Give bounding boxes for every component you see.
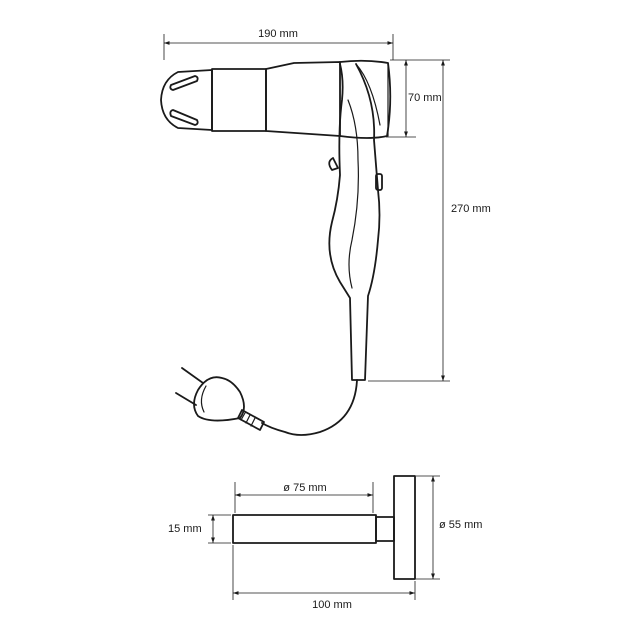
plug-pin-bottom bbox=[175, 392, 197, 406]
dryer-rear-housing bbox=[339, 59, 392, 139]
nozzle-slot-top bbox=[169, 75, 199, 91]
dryer-dimensions bbox=[163, 34, 450, 382]
strain-relief-rib-3 bbox=[250, 417, 256, 427]
power-plug bbox=[175, 367, 265, 431]
holder-collar bbox=[375, 516, 395, 542]
trigger-button bbox=[328, 157, 339, 171]
nozzle-slot-bottom bbox=[169, 109, 199, 126]
plug-body bbox=[193, 376, 245, 422]
label-dryer-width: 190 mm bbox=[258, 28, 298, 40]
hair-dryer bbox=[160, 59, 392, 436]
dryer-barrel-front bbox=[211, 68, 267, 132]
power-cable bbox=[261, 379, 358, 436]
dryer-nozzle bbox=[160, 69, 213, 131]
side-switch bbox=[375, 173, 383, 191]
label-dryer-head-height: 70 mm bbox=[408, 92, 442, 104]
holder-wall-plate bbox=[393, 475, 416, 580]
wall-holder bbox=[232, 475, 416, 580]
label-holder-arm-height: 15 mm bbox=[168, 523, 202, 535]
handle-inner-contour bbox=[347, 99, 359, 289]
label-holder-depth: 100 mm bbox=[312, 599, 352, 611]
holder-dimensions bbox=[208, 475, 440, 600]
plug-face-contour bbox=[200, 385, 207, 413]
dryer-barrel-rear bbox=[265, 61, 341, 137]
holder-arm bbox=[232, 514, 377, 544]
label-holder-plate-diameter: ø 55 mm bbox=[439, 519, 482, 531]
dryer-handle bbox=[328, 63, 381, 381]
strain-relief-rib-2 bbox=[245, 414, 251, 424]
strain-relief-rib-1 bbox=[240, 412, 246, 421]
label-holder-ring-diameter: ø 75 mm bbox=[283, 482, 326, 494]
handle-grip-curve bbox=[355, 63, 381, 126]
label-dryer-total-height: 270 mm bbox=[451, 203, 491, 215]
plug-pin-top bbox=[181, 367, 204, 384]
plug-strain-relief bbox=[237, 409, 265, 431]
